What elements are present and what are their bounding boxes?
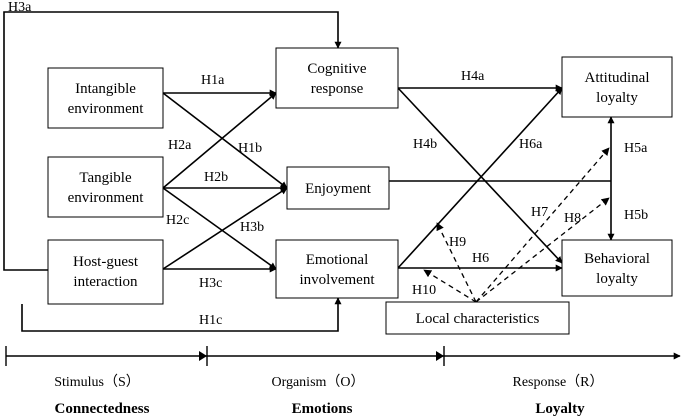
node-label: Cognitive: [307, 61, 367, 77]
node-cognitive-response: Cognitive response: [275, 47, 399, 109]
node-behavioral-loyalty: Behavioral loyalty: [561, 239, 673, 297]
edge-h9: [436, 222, 477, 303]
label-h1b: H1b: [238, 141, 262, 156]
theme-emotions: Emotions: [292, 401, 353, 417]
edge-h8: [475, 197, 610, 303]
node-host-guest-interaction: Host-guest interaction: [47, 239, 164, 305]
label-h2c: H2c: [166, 213, 189, 228]
label-h6: H6: [472, 251, 489, 266]
node-intangible-environment: Intangible environment: [47, 67, 164, 129]
node-local-characteristics: Local characteristics: [385, 301, 570, 335]
edge-h2a: [162, 92, 277, 189]
stage-stimulus: Stimulus（S）: [54, 374, 140, 390]
node-label: environment: [68, 101, 145, 117]
node-label: Tangible: [79, 170, 132, 186]
label-h1c: H1c: [199, 313, 222, 328]
edge-h3a: [3, 11, 342, 271]
edges: [3, 11, 615, 332]
node-label: Enjoyment: [305, 181, 372, 197]
label-h9: H9: [449, 235, 466, 250]
node-enjoyment: Enjoyment: [286, 166, 390, 210]
label-h2b: H2b: [204, 170, 228, 185]
edge-h1c: [21, 297, 342, 332]
sor-axis: Stimulus（S） Organism（O） Response（R） Conn…: [5, 346, 681, 417]
label-h6a: H6a: [519, 137, 543, 152]
label-h4a: H4a: [461, 69, 485, 84]
node-tangible-environment: Tangible environment: [47, 156, 164, 218]
label-h3b: H3b: [240, 220, 264, 235]
edge-h10: [423, 269, 477, 303]
edge-h3b: [162, 187, 288, 270]
node-label: response: [311, 81, 364, 97]
node-label: loyalty: [596, 90, 638, 106]
theme-loyalty: Loyalty: [535, 401, 585, 417]
node-label: Emotional: [306, 252, 369, 268]
label-h4b: H4b: [413, 137, 437, 152]
label-h1a: H1a: [201, 73, 225, 88]
node-label: loyalty: [596, 271, 638, 287]
node-label: Host-guest: [73, 254, 139, 270]
theme-connectedness: Connectedness: [54, 401, 149, 417]
node-emotional-involvement: Emotional involvement: [275, 239, 399, 299]
node-label: Behavioral: [584, 251, 650, 267]
edge-h2c: [162, 187, 277, 270]
node-label: Local characteristics: [416, 311, 540, 327]
label-h5a: H5a: [624, 141, 648, 156]
edge-h7: [475, 147, 610, 303]
stage-organism: Organism（O）: [271, 374, 364, 390]
node-label: interaction: [73, 274, 138, 290]
edge-h1b: [162, 92, 288, 189]
label-h10: H10: [412, 283, 436, 298]
edge-h4b: [397, 87, 563, 264]
edge-h6a: [397, 87, 563, 269]
node-label: environment: [68, 190, 145, 206]
label-h7: H7: [531, 205, 548, 220]
label-h2a: H2a: [168, 138, 192, 153]
node-attitudinal-loyalty: Attitudinal loyalty: [561, 56, 673, 118]
label-h3a: H3a: [8, 0, 32, 15]
label-h3c: H3c: [199, 276, 222, 291]
node-label: Intangible: [75, 81, 136, 97]
node-label: Attitudinal: [585, 70, 650, 86]
label-h5b: H5b: [624, 208, 648, 223]
node-label: involvement: [300, 272, 376, 288]
label-h8: H8: [564, 211, 581, 226]
stage-response: Response（R）: [513, 374, 604, 390]
hypothesis-labels: H3a H1a H2a H1b H2b H2c H3b H3c H1c H4a …: [8, 0, 648, 328]
